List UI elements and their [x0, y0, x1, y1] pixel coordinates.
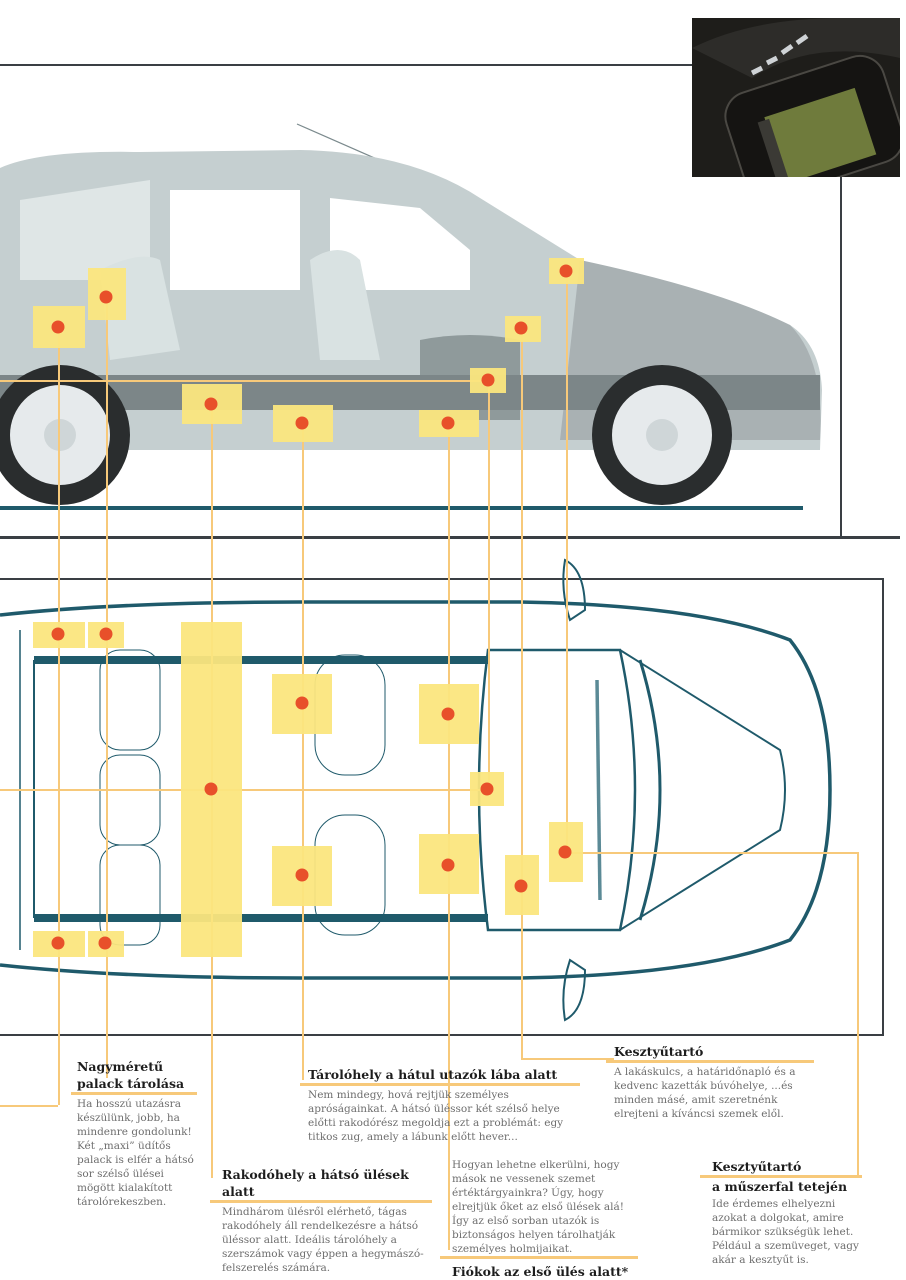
- top-trunk-right-bin-dot: [51, 936, 65, 950]
- leader-line: [58, 327, 60, 1105]
- side-center-console-tray-dot: [481, 373, 495, 387]
- top-front-seat-drawer-left-dot: [441, 707, 455, 721]
- leader-line: [0, 789, 488, 791]
- frame-line-bottom: [0, 536, 900, 539]
- callout-title: Kesztyűtartó: [700, 1158, 862, 1178]
- callout-under-rear-seats: Rakodóhely a hátsó ülések alatt Mindháro…: [210, 1166, 432, 1275]
- top-front-seat-drawer-right-dot: [441, 858, 455, 872]
- callout-body: Hogyan lehetne elkerülni, hogy mások ne …: [452, 1159, 624, 1255]
- callout-body: Ide érdemes elhelyezni azokat a dolgokat…: [712, 1198, 859, 1266]
- side-glovebox-dot: [514, 321, 528, 335]
- glovebox-photo: [692, 18, 900, 177]
- callout-title: palack tárolása: [71, 1075, 197, 1095]
- callout-title: a műszerfal tetején: [712, 1179, 848, 1194]
- callout-rear-footwell: Tárolóhely a hátul utazók lába alatt Nem…: [300, 1066, 580, 1144]
- side-view-car: [0, 120, 830, 520]
- top-bottle-left-dot: [99, 627, 113, 641]
- top-center-console-tray-dot: [480, 782, 494, 796]
- leader-line: [106, 297, 108, 1078]
- leader-line: [521, 1058, 614, 1060]
- top-trunk-left-bin-dot: [51, 627, 65, 641]
- side-rear-seat-bottle-holder-dot: [99, 290, 113, 304]
- leader-line: [0, 380, 488, 382]
- leader-line: [0, 1105, 58, 1107]
- top-under-rear-seat-compartment-dot: [204, 782, 218, 796]
- top-dashboard-top-glovebox-dot: [558, 845, 572, 859]
- top-view-diagram-frame: [0, 578, 884, 1036]
- side-trunk-side-bin-dot: [51, 320, 65, 334]
- side-dashboard-top-glovebox-dot: [559, 264, 573, 278]
- side-under-rear-seat-compartment-dot: [204, 397, 218, 411]
- side-rear-footwell-compartment-dot: [295, 416, 309, 430]
- callout-title: Kesztyűtartó: [606, 1043, 814, 1063]
- top-rear-footwell-left-dot: [295, 696, 309, 710]
- callout-title: Nagyméretű: [77, 1059, 164, 1074]
- top-bottle-right-dot: [98, 936, 112, 950]
- top-rear-footwell-right-dot: [295, 868, 309, 882]
- callout-body: Mindhárom ülésről elérhető, tágas rakodó…: [222, 1206, 424, 1274]
- leader-line: [857, 852, 859, 1175]
- leader-line: [521, 328, 523, 1058]
- callout-body: Nem mindegy, hová rejtjük személyes apró…: [308, 1089, 564, 1143]
- callout-glovebox: Kesztyűtartó A lakáskulcs, a határidőnap…: [606, 1043, 814, 1121]
- frame-line-top: [0, 64, 692, 66]
- callout-body: A lakáskulcs, a határidőnapló és a kedve…: [614, 1066, 796, 1120]
- callout-divider: [440, 1256, 638, 1259]
- leader-line: [302, 423, 304, 1080]
- top-view-car: [0, 550, 880, 1030]
- leader-line: [566, 271, 568, 852]
- leader-line: [566, 852, 857, 854]
- callout-title: Rakodóhely a hátsó ülések alatt: [210, 1166, 432, 1203]
- leader-line: [488, 380, 490, 789]
- frame-line-right: [840, 177, 842, 538]
- callout-front-seat-drawers: Hogyan lehetne elkerülni, hogy mások ne …: [440, 1158, 638, 1280]
- callout-title: Tárolóhely a hátul utazók lába alatt: [300, 1066, 580, 1086]
- side-front-seat-drawer-dot: [441, 416, 455, 430]
- callout-bottle-storage: Nagyméretű palack tárolása Ha hosszú uta…: [71, 1058, 197, 1209]
- callout-dashboard-glovebox: Kesztyűtartó a műszerfal tetején Ide érd…: [700, 1158, 872, 1267]
- callout-title: Fiókok az első ülés alatt*: [452, 1264, 629, 1279]
- top-glovebox-dot: [514, 879, 528, 893]
- callout-body: Ha hosszú utazásra készülünk, jobb, ha m…: [77, 1098, 194, 1208]
